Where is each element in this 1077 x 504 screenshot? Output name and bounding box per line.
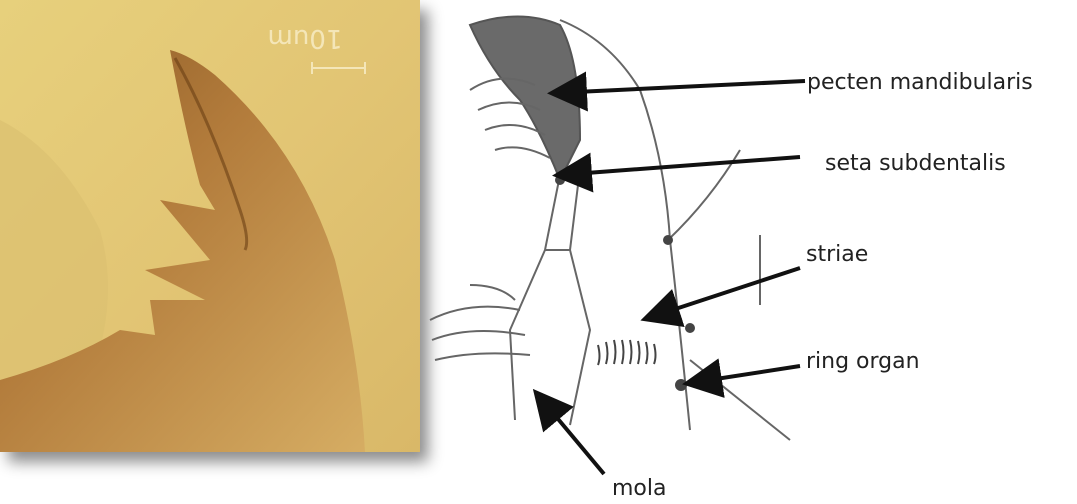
arrow-ring-organ [690,366,800,383]
label-striae: striae [806,244,868,266]
ring-organ-dot [675,379,687,391]
label-ring-organ: ring organ [806,351,920,373]
label-pecten-mandibularis: pecten mandibularis [807,72,1033,94]
arrow-striae [648,268,800,318]
arrow-pecten [555,81,805,93]
label-mola: mola [612,478,666,500]
arrow-seta [560,157,800,175]
arrow-mola [538,395,604,474]
label-seta-subdentalis: seta subdentalis [825,153,1006,175]
